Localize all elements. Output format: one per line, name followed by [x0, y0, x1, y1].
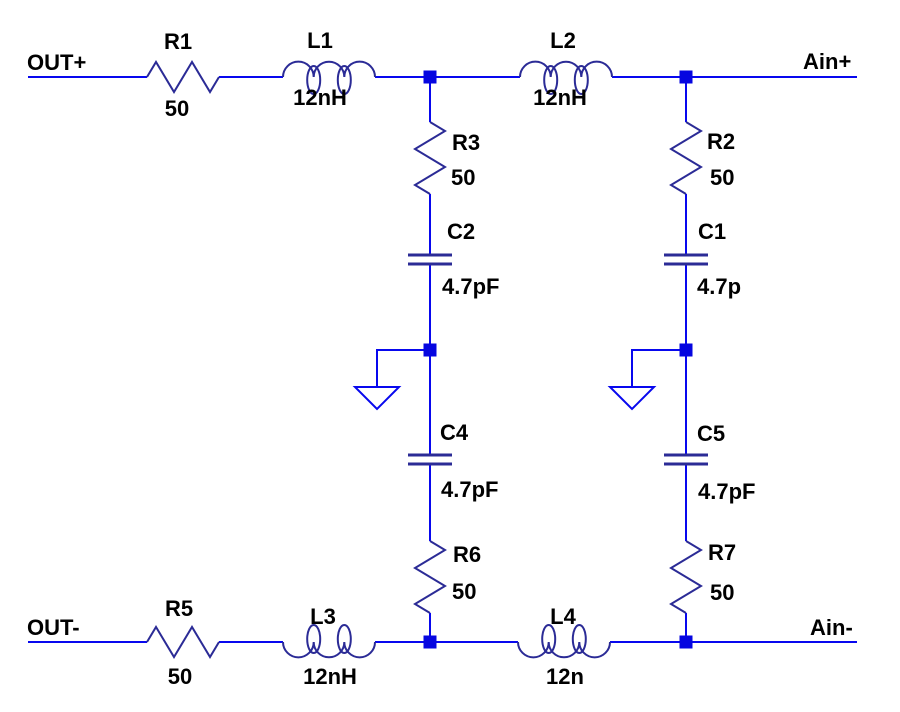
junction-node — [679, 343, 693, 357]
port-label-out-minus[interactable]: OUT- — [27, 615, 80, 640]
label-l3-name[interactable]: L3 — [310, 604, 336, 629]
label-l2-name[interactable]: L2 — [550, 28, 576, 53]
label-c2-name[interactable]: C2 — [447, 219, 476, 244]
label-r2-value[interactable]: 50 — [710, 165, 735, 190]
junction-node — [423, 70, 437, 84]
label-r3-value[interactable]: 50 — [451, 165, 476, 190]
ground-right-symbol[interactable] — [607, 349, 686, 411]
label-r7-name[interactable]: R7 — [708, 540, 737, 565]
capacitor-c5-symbol[interactable] — [664, 453, 708, 466]
label-l3-value[interactable]: 12nH — [303, 664, 357, 689]
label-l4-name[interactable]: L4 — [550, 604, 576, 629]
label-c2-value[interactable]: 4.7pF — [442, 274, 500, 299]
resistor-r1-symbol[interactable] — [146, 60, 220, 94]
label-r3-name[interactable]: R3 — [452, 130, 481, 155]
inductor-l3-symbol[interactable] — [282, 624, 376, 659]
label-l1-value[interactable]: 12nH — [293, 85, 347, 110]
junction-node — [679, 70, 693, 84]
label-c5-name[interactable]: C5 — [697, 421, 726, 446]
label-c4-name[interactable]: C4 — [440, 420, 469, 445]
label-r2-name[interactable]: R2 — [707, 129, 736, 154]
port-label-out-plus[interactable]: OUT+ — [27, 50, 87, 75]
label-l1-name[interactable]: L1 — [307, 28, 333, 53]
label-r7-value[interactable]: 50 — [710, 580, 735, 605]
junction-node — [679, 635, 693, 649]
resistor-r5-symbol[interactable] — [146, 625, 220, 659]
resistor-r3-symbol[interactable] — [413, 121, 447, 195]
junction-node — [423, 635, 437, 649]
label-r6-value[interactable]: 50 — [452, 579, 477, 604]
capacitor-c2-symbol[interactable] — [408, 253, 452, 266]
label-r6-name[interactable]: R6 — [453, 542, 482, 567]
junction-node — [423, 343, 437, 357]
ground-left-symbol[interactable] — [352, 349, 430, 411]
label-c4-value[interactable]: 4.7pF — [441, 477, 499, 502]
inductor-l1-symbol[interactable] — [282, 60, 376, 95]
port-label-ain-plus[interactable]: Ain+ — [803, 49, 852, 74]
label-r5-name[interactable]: R5 — [164, 596, 194, 621]
label-c5-value[interactable]: 4.7pF — [698, 479, 756, 504]
resistor-r6-symbol[interactable] — [413, 540, 447, 614]
inductor-l2-symbol[interactable] — [519, 60, 613, 95]
label-r5-value[interactable]: 50 — [167, 664, 193, 689]
label-c1-value[interactable]: 4.7p — [697, 274, 742, 299]
resistor-r2-symbol[interactable] — [669, 121, 703, 195]
capacitor-c1-symbol[interactable] — [664, 253, 708, 266]
label-c1-name[interactable]: C1 — [698, 219, 727, 244]
port-label-ain-minus[interactable]: Ain- — [810, 615, 853, 640]
label-r1-value[interactable]: 50 — [164, 96, 190, 121]
capacitor-c4-symbol[interactable] — [408, 453, 452, 466]
label-l4-value[interactable]: 12n — [546, 664, 584, 689]
label-l2-value[interactable]: 12nH — [533, 85, 587, 110]
label-r1-name[interactable]: R1 — [163, 29, 193, 54]
resistor-r7-symbol[interactable] — [669, 540, 703, 614]
inductor-l4-symbol[interactable] — [517, 624, 611, 659]
